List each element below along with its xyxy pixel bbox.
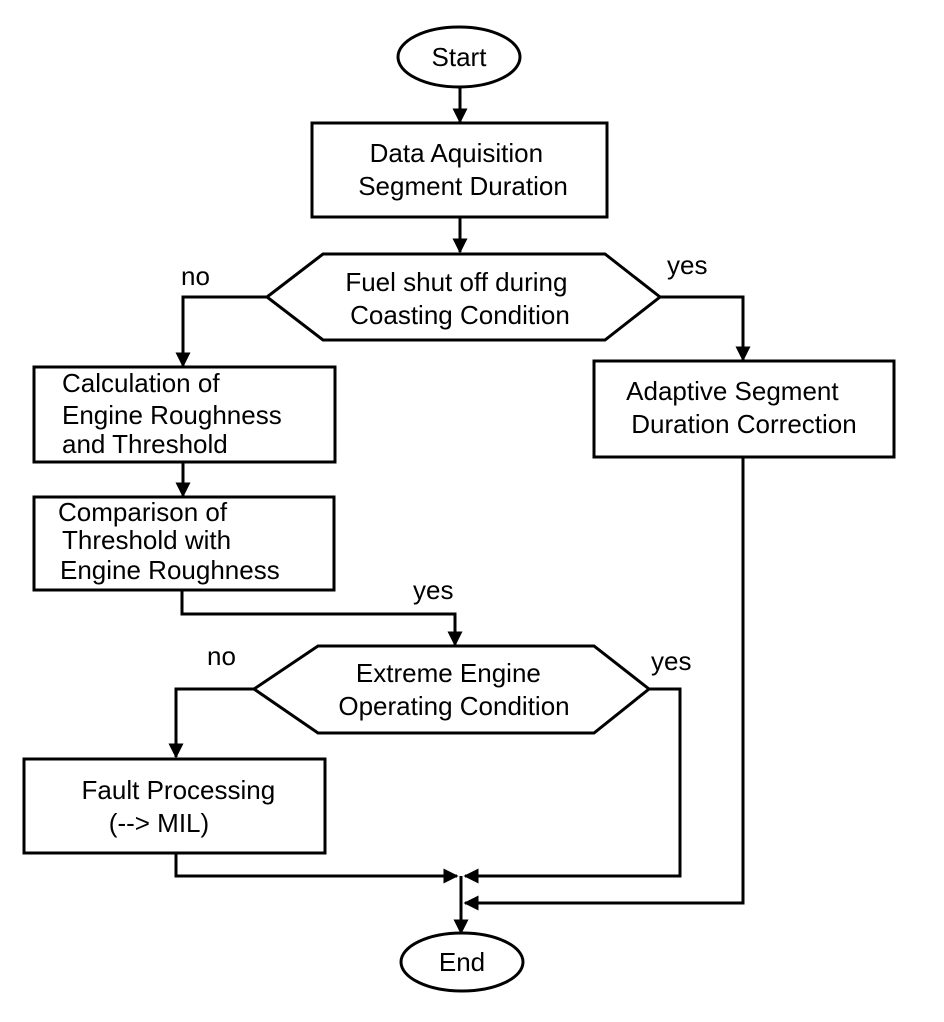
adaptive-correction-label: Adaptive Segment Duration Correction — [626, 376, 857, 439]
fuel-yes-label: yes — [667, 250, 707, 280]
end-node: End — [399, 931, 525, 993]
fuel-shutoff-label: Fuel shut off during Coasting Condition — [345, 267, 574, 330]
arrow-fault-to-merge — [174, 853, 459, 884]
adaptive-correction-box: Adaptive Segment Duration Correction — [592, 359, 896, 459]
fault-processing-label: Fault Processing (--> MIL) — [82, 775, 283, 838]
compare-yes-label: yes — [413, 575, 453, 605]
arrow-adaptive-to-merge — [463, 457, 745, 911]
comparison-label: Comparison of Threshold with Engine Roug… — [58, 497, 280, 585]
data-acquisition-label: Data Aquisition Segment Duration — [358, 138, 568, 201]
fuel-shutoff-decision: Fuel shut off during Coasting Condition — [264, 252, 663, 342]
arrow-compare-to-extreme — [180, 590, 463, 647]
extreme-condition-decision: Extreme Engine Operating Condition — [251, 644, 652, 735]
calculation-label: Calculation of Engine Roughness and Thre… — [62, 368, 289, 459]
arrow-extreme-yes-to-merge — [463, 687, 682, 884]
comparison-box: Comparison of Threshold with Engine Roug… — [32, 495, 336, 592]
calculation-box: Calculation of Engine Roughness and Thre… — [32, 365, 337, 464]
edge-labels: no yes yes no yes — [181, 250, 707, 676]
data-acquisition-box: Data Aquisition Segment Duration — [310, 121, 609, 219]
fuel-no-label: no — [181, 261, 210, 291]
connectors — [168, 87, 751, 935]
start-node: Start — [396, 25, 522, 89]
arrow-fuel-yes — [660, 295, 751, 362]
arrow-extreme-no — [168, 687, 254, 759]
fault-processing-box: Fault Processing (--> MIL) — [22, 757, 327, 855]
extreme-yes-label: yes — [651, 646, 691, 676]
extreme-condition-label: Extreme Engine Operating Condition — [338, 658, 569, 721]
end-label: End — [439, 947, 485, 977]
arrow-fuel-no — [175, 295, 267, 368]
start-label: Start — [432, 42, 488, 72]
extreme-no-label: no — [207, 641, 236, 671]
